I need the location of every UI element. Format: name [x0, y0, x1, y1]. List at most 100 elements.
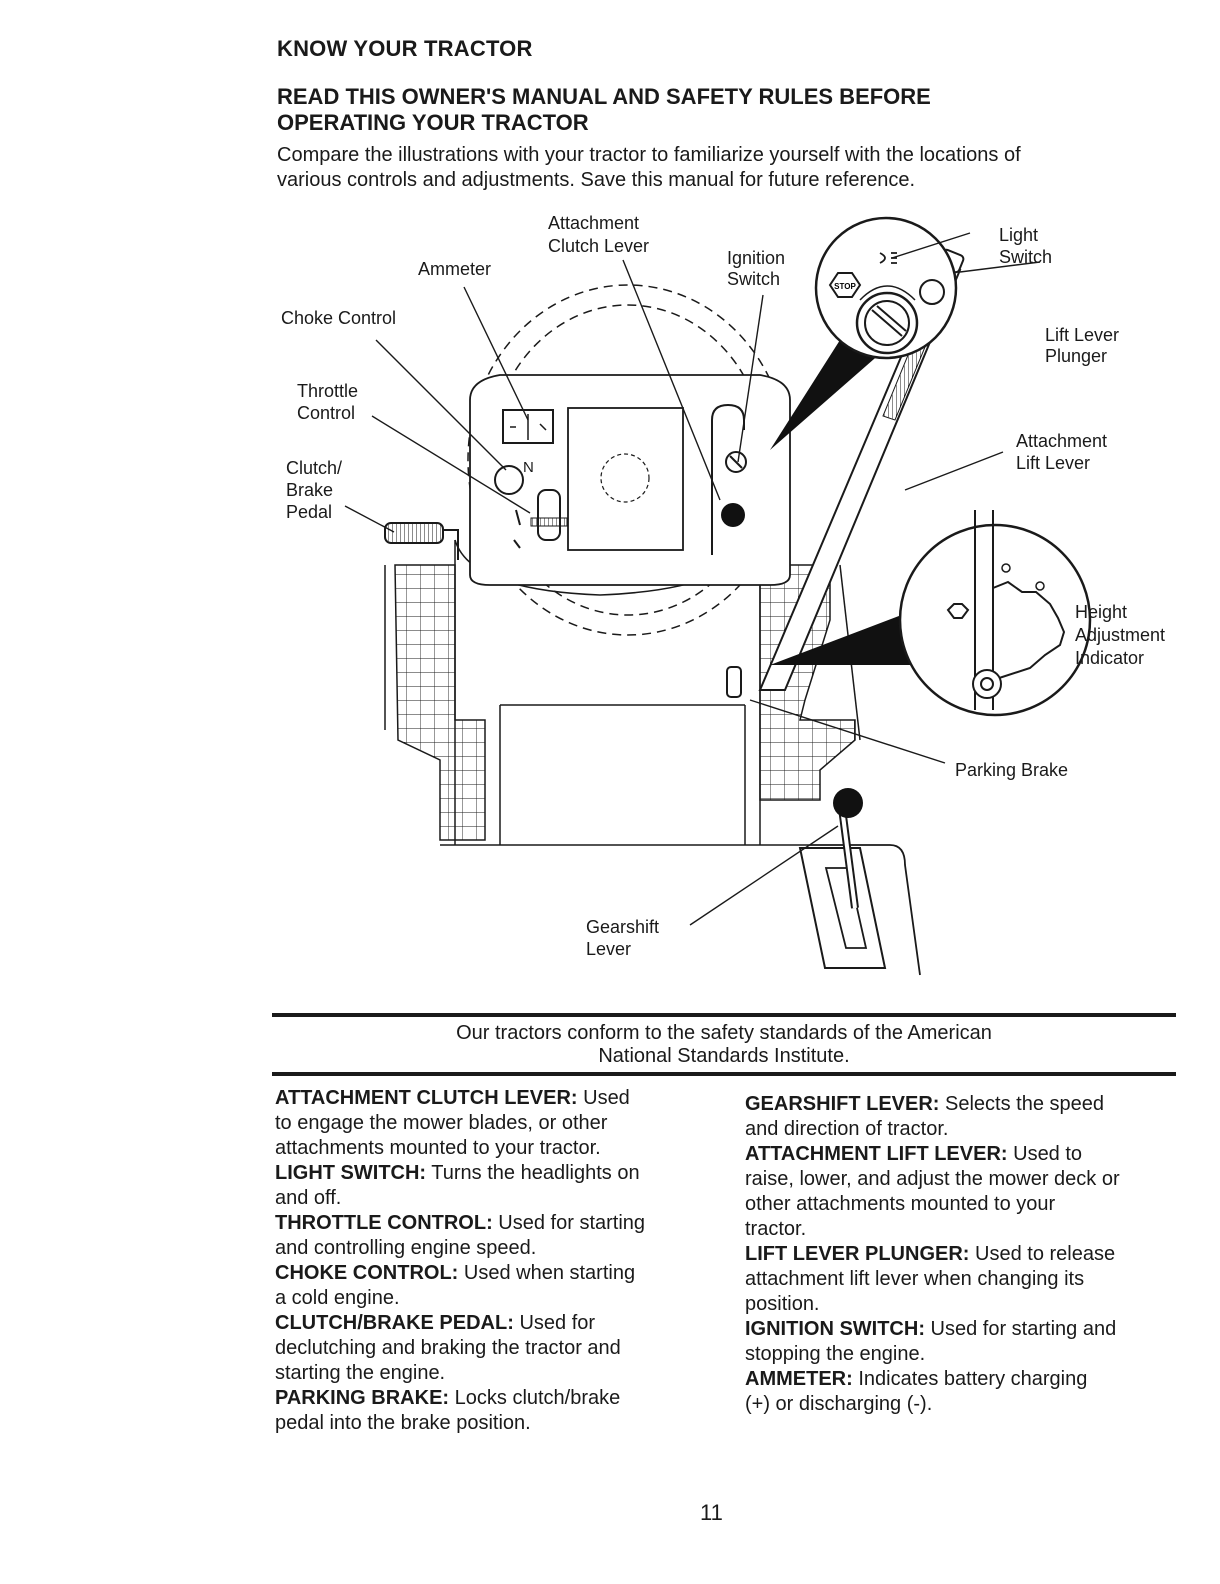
definition-clutch-brake-pedal: CLUTCH/BRAKE PEDAL: Used for declutching… — [275, 1311, 725, 1386]
definition-text: Used to — [1007, 1143, 1083, 1165]
ignition-detail-callout: STOP — [770, 216, 958, 450]
definition-text: Locks clutch/brake — [449, 1387, 621, 1409]
term: AMMETER: — [745, 1368, 853, 1390]
intro-line: various controls and adjustments. Save t… — [277, 169, 916, 191]
label-clutch-brake-pedal: Pedal — [286, 502, 332, 522]
subtitle-line: OPERATING YOUR TRACTOR — [277, 110, 589, 135]
page-subtitle: READ THIS OWNER'S MANUAL AND SAFETY RULE… — [277, 84, 1077, 136]
label-throttle-control: Control — [297, 403, 355, 423]
ammeter-gauge — [502, 409, 554, 444]
divider-top — [272, 1013, 1176, 1017]
definition-text: a cold engine. — [275, 1287, 400, 1309]
label-parking-brake: Parking Brake — [955, 760, 1068, 780]
definition-lift-lever-plunger: LIFT LEVER PLUNGER: Used to release atta… — [745, 1242, 1195, 1317]
definition-text: pedal into the brake position. — [275, 1412, 531, 1434]
height-indicator-callout — [770, 510, 1092, 717]
definition-text: stopping the engine. — [745, 1343, 926, 1365]
definition-text: (+) or discharging (-). — [745, 1393, 933, 1415]
definition-text: Indicates battery charging — [852, 1368, 1088, 1390]
definition-attachment-lift-lever: ATTACHMENT LIFT LEVER: Used to raise, lo… — [745, 1142, 1195, 1242]
ansi-notice: Our tractors conform to the safety stand… — [272, 1022, 1176, 1068]
label-light-switch: Light — [999, 225, 1038, 245]
definition-text: attachments mounted to your tractor. — [275, 1137, 601, 1159]
definition-text: Used for starting and — [924, 1318, 1117, 1340]
definition-light-switch: LIGHT SWITCH: Turns the headlights on an… — [275, 1161, 725, 1211]
definition-text: Used when starting — [458, 1262, 636, 1284]
divider-bottom — [272, 1072, 1176, 1076]
definition-text: position. — [745, 1293, 820, 1315]
definition-gearshift-lever: GEARSHIFT LEVER: Selects the speed and d… — [745, 1092, 1195, 1142]
definition-text: Used for starting — [492, 1212, 646, 1234]
label-height-adjustment-indicator: Indicator — [1075, 648, 1144, 668]
label-lift-lever-plunger: Lift Lever — [1045, 325, 1119, 345]
definition-text: Used to release — [969, 1243, 1116, 1265]
label-ignition-switch: Ignition — [727, 248, 785, 268]
label-light-switch: Switch — [999, 247, 1052, 267]
label-choke-control: Choke Control — [281, 308, 396, 328]
choke-knob: N — [494, 459, 534, 495]
definition-text: raise, lower, and adjust the mower deck … — [745, 1168, 1120, 1190]
term: IGNITION SWITCH: — [745, 1318, 925, 1340]
definition-ammeter: AMMETER: Indicates battery charging (+) … — [745, 1367, 1195, 1417]
definition-choke-control: CHOKE CONTROL: Used when starting a cold… — [275, 1261, 725, 1311]
definition-ignition-switch: IGNITION SWITCH: Used for starting and s… — [745, 1317, 1195, 1367]
gearshift-knob — [833, 788, 863, 818]
label-attachment-clutch: Attachment — [548, 213, 639, 233]
intro-paragraph: Compare the illustrations with your trac… — [277, 143, 1177, 193]
definition-text: Used for — [513, 1312, 596, 1334]
definition-text: starting the engine. — [275, 1362, 446, 1384]
right-fender — [759, 564, 861, 801]
definition-text: and off. — [275, 1187, 342, 1209]
definition-attachment-clutch-lever: ATTACHMENT CLUTCH LEVER: Used to engage … — [275, 1086, 725, 1161]
term: ATTACHMENT CLUTCH LEVER: — [275, 1087, 578, 1109]
label-gearshift-lever: Gearshift — [586, 917, 659, 937]
label-ignition-switch: Switch — [727, 269, 780, 289]
right-definitions-column: GEARSHIFT LEVER: Selects the speed and d… — [745, 1092, 1195, 1417]
page-title: KNOW YOUR TRACTOR — [277, 36, 533, 61]
definition-text: declutching and braking the tractor and — [275, 1337, 621, 1359]
ignition-switch-body — [711, 403, 747, 555]
subtitle-line: READ THIS OWNER'S MANUAL AND SAFETY RULE… — [277, 84, 931, 109]
definition-text: Selects the speed — [939, 1093, 1105, 1115]
term: CHOKE CONTROL: — [275, 1262, 459, 1284]
term: LIFT LEVER PLUNGER: — [745, 1243, 970, 1265]
left-fender — [384, 564, 486, 841]
term: PARKING BRAKE: — [275, 1387, 450, 1409]
term: LIGHT SWITCH: — [275, 1162, 427, 1184]
label-throttle-control: Throttle — [297, 381, 358, 401]
definition-text: to engage the mower blades, or other — [275, 1112, 608, 1134]
left-definitions-column: ATTACHMENT CLUTCH LEVER: Used to engage … — [275, 1086, 725, 1436]
parking-brake-knob — [726, 666, 742, 698]
stop-label: STOP — [834, 282, 856, 291]
definition-text: Turns the headlights on — [426, 1162, 640, 1184]
attachment-clutch-knob — [721, 503, 745, 527]
label-attachment-lift-lever: Attachment — [1016, 431, 1107, 451]
label-ammeter: Ammeter — [418, 259, 491, 279]
page-number: 11 — [700, 1500, 723, 1525]
clutch-brake-pedal — [384, 522, 459, 560]
term: ATTACHMENT LIFT LEVER: — [745, 1143, 1008, 1165]
definition-text: other attachments mounted to your — [745, 1193, 1056, 1215]
label-attachment-lift-lever: Lift Lever — [1016, 453, 1090, 473]
label-attachment-clutch: Clutch Lever — [548, 236, 649, 256]
label-height-adjustment-indicator: Adjustment — [1075, 625, 1165, 645]
definition-parking-brake: PARKING BRAKE: Locks clutch/brake pedal … — [275, 1386, 725, 1436]
term: THROTTLE CONTROL: — [275, 1212, 493, 1234]
throttle-lever — [513, 489, 568, 549]
instrument-panel — [567, 407, 684, 551]
leader-lines — [344, 232, 1041, 926]
label-height-adjustment-indicator: Height — [1075, 602, 1127, 622]
label-lift-lever-plunger: Plunger — [1045, 346, 1107, 366]
definition-text: and controlling engine speed. — [275, 1237, 537, 1259]
definition-text: Used — [577, 1087, 630, 1109]
neutral-mark: N — [523, 459, 534, 476]
label-gearshift-lever: Lever — [586, 939, 631, 959]
intro-line: Compare the illustrations with your trac… — [277, 144, 1021, 166]
notice-line: National Standards Institute. — [598, 1045, 850, 1067]
diagram-labels: Attachment Clutch Lever Ammeter Ignition… — [281, 213, 1165, 959]
label-clutch-brake-pedal: Clutch/ — [286, 458, 342, 478]
label-clutch-brake-pedal: Brake — [286, 480, 333, 500]
tractor-controls-diagram: N STOP — [281, 213, 1165, 976]
definition-text: and direction of tractor. — [745, 1118, 949, 1140]
definition-text: attachment lift lever when changing its — [745, 1268, 1085, 1290]
